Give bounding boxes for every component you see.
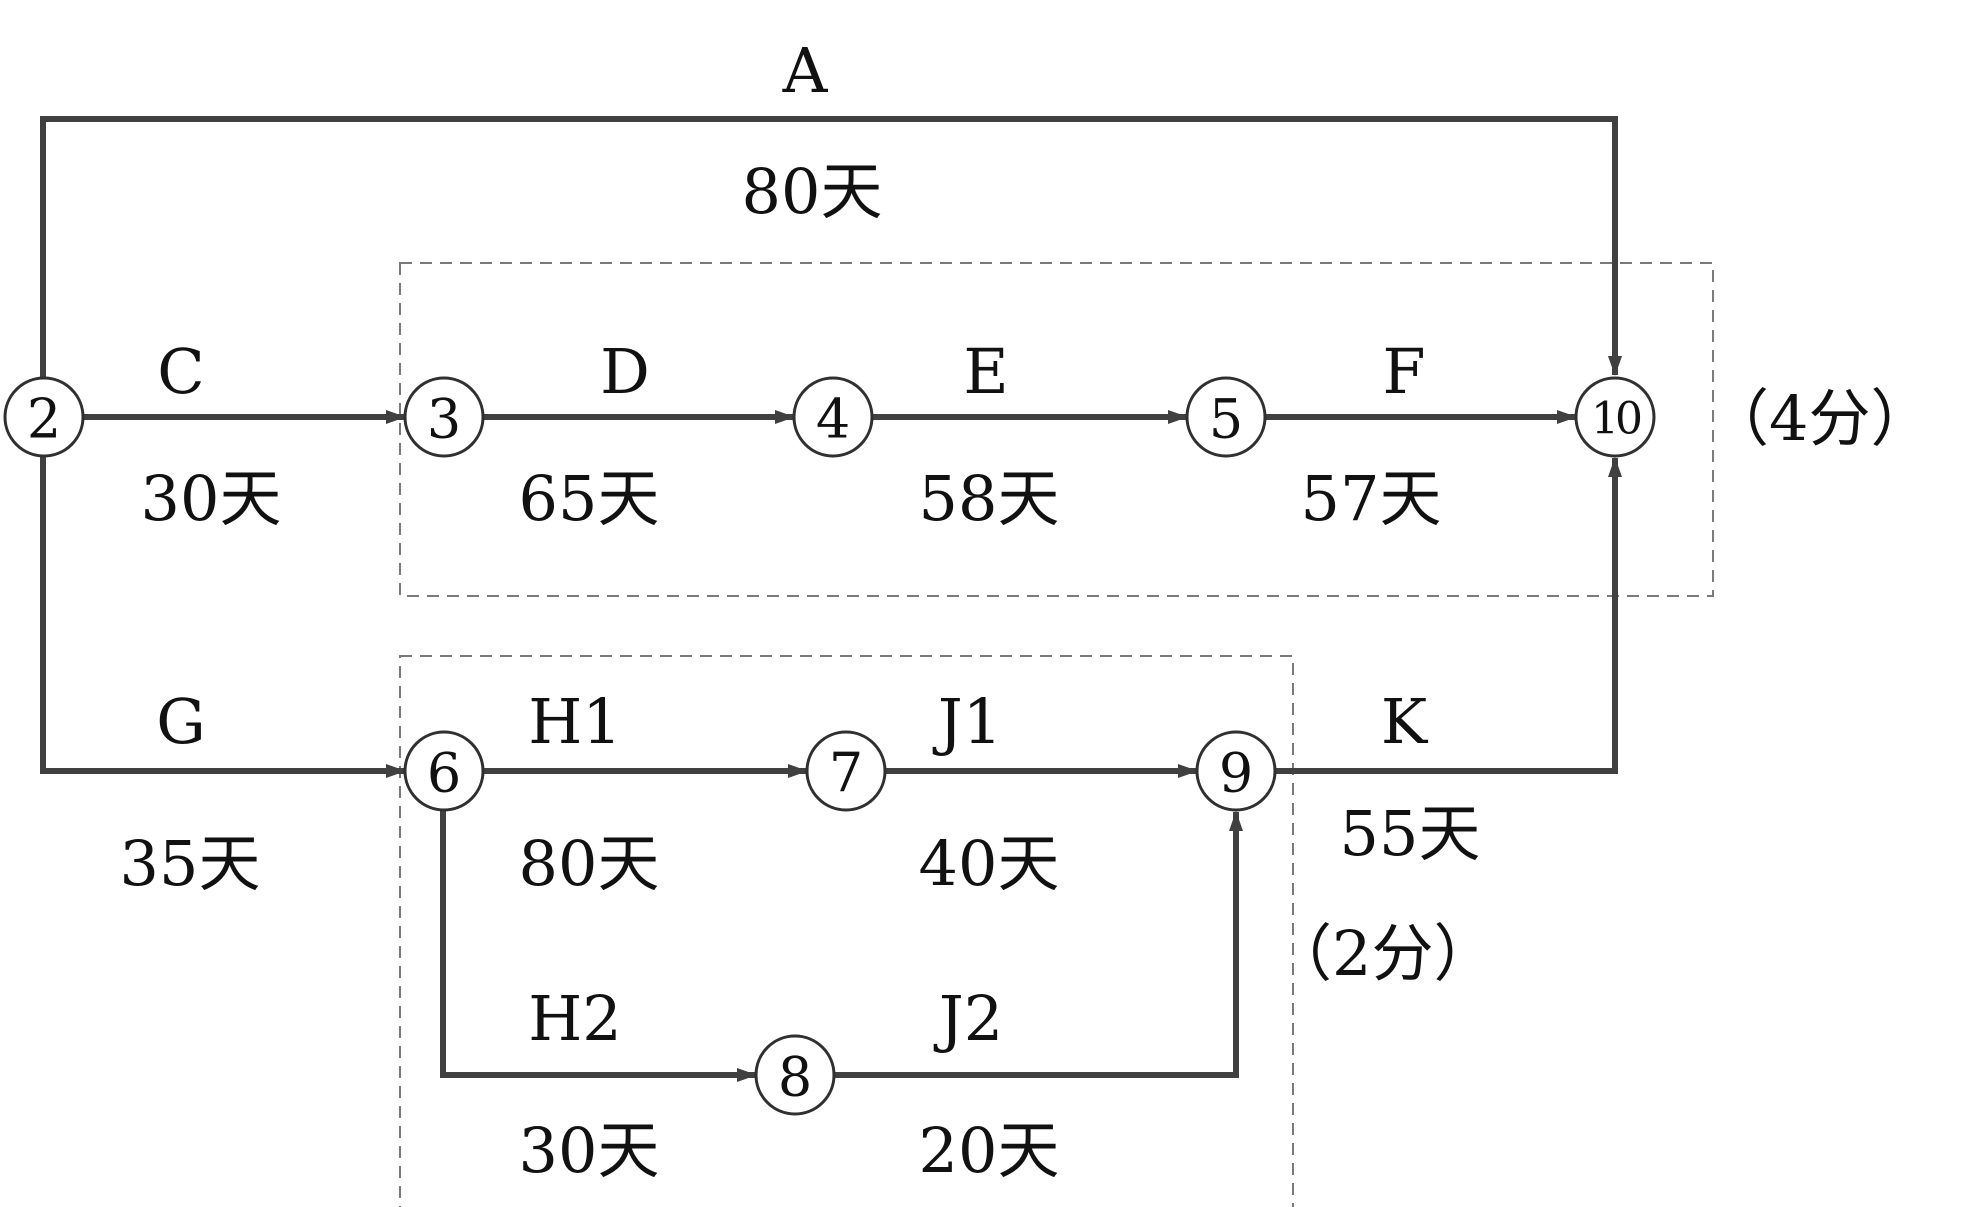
activity-j2-arrow — [835, 811, 1243, 1078]
node-7-circle — [805, 730, 887, 812]
activity-k-name: K — [1381, 685, 1429, 758]
node-6-label: 6 — [427, 742, 461, 805]
activity-a-name: A — [782, 34, 829, 107]
activity-k-arrow — [1276, 457, 1622, 774]
activity-a-duration: 80天 — [742, 155, 883, 228]
activity-g-name: G — [156, 685, 206, 758]
activity-f-duration: 57天 — [1301, 462, 1442, 535]
upper-box-note: （4分） — [1707, 382, 1932, 455]
activity-g-duration: 35天 — [120, 827, 261, 900]
node-7-label: 7 — [829, 742, 863, 805]
node-8-label: 8 — [778, 1046, 812, 1109]
activity-h1-name: H1 — [528, 685, 622, 758]
node-9-circle — [1195, 730, 1277, 812]
node-5-label: 5 — [1209, 388, 1243, 451]
activity-e-name: E — [963, 335, 1008, 408]
node-10-label: 10 — [1591, 394, 1641, 445]
lower-dashed-box — [399, 655, 1294, 1207]
node-2-label: 2 — [27, 388, 61, 451]
activity-c-duration: 30天 — [141, 462, 282, 535]
activity-a-arrow — [40, 116, 1622, 377]
activity-h2-arrow — [440, 811, 757, 1082]
activity-h1-duration: 80天 — [519, 827, 660, 900]
activity-j1-name: J1 — [932, 685, 1002, 758]
node-10-circle — [1574, 376, 1656, 458]
activity-h2-name: H2 — [528, 982, 622, 1055]
node-5-circle — [1185, 376, 1267, 458]
activity-e-duration: 58天 — [919, 462, 1060, 535]
node-3-label: 3 — [427, 388, 461, 451]
activity-g-arrow — [40, 457, 406, 778]
activity-d-duration: 65天 — [519, 462, 660, 535]
activity-j2-duration: 20天 — [919, 1114, 1060, 1187]
node-4-circle — [792, 376, 874, 458]
node-8-circle — [754, 1034, 836, 1116]
activity-k-duration: 55天 — [1340, 797, 1481, 870]
node-6-circle — [403, 730, 485, 812]
activity-j2-name: J2 — [933, 982, 1003, 1055]
upper-dashed-box — [399, 262, 1714, 597]
activity-d-name: D — [600, 335, 650, 408]
node-4-label: 4 — [816, 388, 850, 451]
node-9-label: 9 — [1219, 742, 1253, 805]
activity-h2-duration: 30天 — [519, 1114, 660, 1187]
node-2-circle — [3, 376, 85, 458]
node-3-circle — [403, 376, 485, 458]
activity-c-name: C — [157, 335, 204, 408]
lower-box-note: （2分） — [1270, 917, 1495, 990]
activity-f-name: F — [1382, 335, 1425, 408]
activity-j1-duration: 40天 — [919, 827, 1060, 900]
